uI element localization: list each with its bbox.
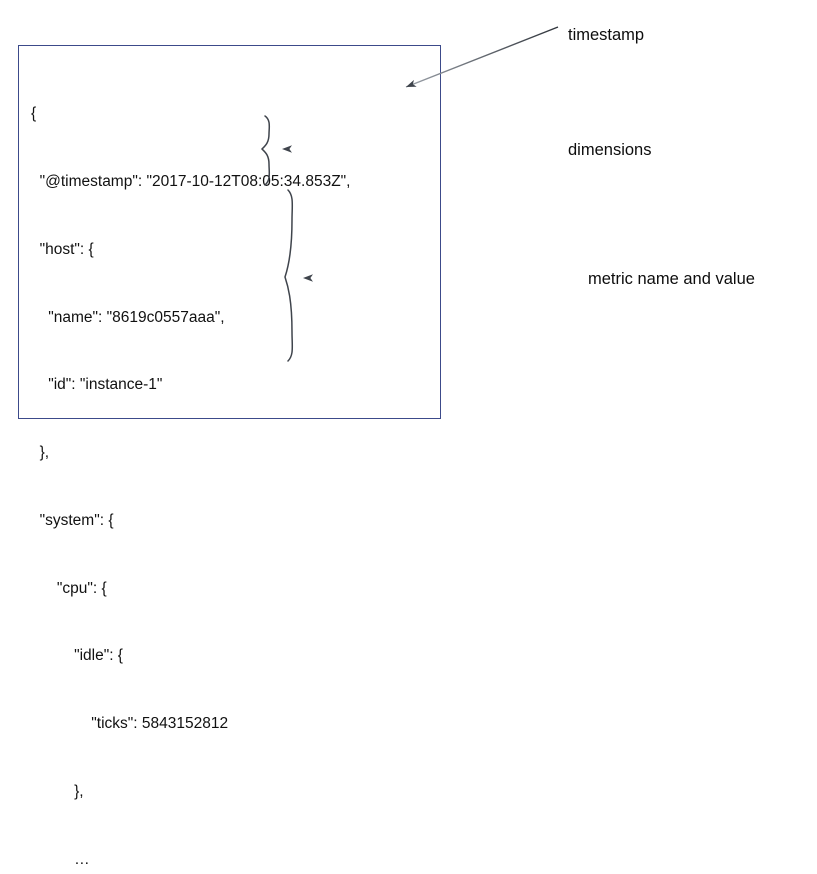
- json-line: {: [31, 105, 37, 123]
- json-document-box: { "@timestamp": "2017-10-12T08:05:34.853…: [18, 45, 441, 868]
- json-line-host-id: "id": "instance-1": [31, 376, 163, 394]
- annotation-label-metric: metric name and value: [588, 270, 755, 288]
- annotated-json-diagram: { "@timestamp": "2017-10-12T08:05:34.853…: [18, 26, 755, 868]
- json-line-cpu-open: "cpu": {: [31, 579, 107, 597]
- json-line-host-name: "name": "8619c0557aaa",: [31, 308, 225, 326]
- json-line-system-open: "system": {: [31, 511, 114, 529]
- json-line-idle-open: "idle": {: [31, 647, 123, 665]
- json-line-timestamp: "@timestamp": "2017-10-12T08:05:34.853Z"…: [31, 172, 351, 190]
- json-line-host-open: "host": {: [31, 240, 94, 258]
- json-line-idle-close: },: [31, 783, 84, 800]
- json-line-ellipsis: …: [31, 850, 90, 868]
- json-line-ticks: "ticks": 5843152812: [31, 715, 229, 733]
- json-code-block: { "@timestamp": "2017-10-12T08:05:34.853…: [31, 58, 351, 874]
- annotation-label-dimensions: dimensions: [568, 141, 652, 159]
- annotation-label-timestamp: timestamp: [568, 26, 645, 44]
- json-line-host-close: },: [31, 444, 50, 462]
